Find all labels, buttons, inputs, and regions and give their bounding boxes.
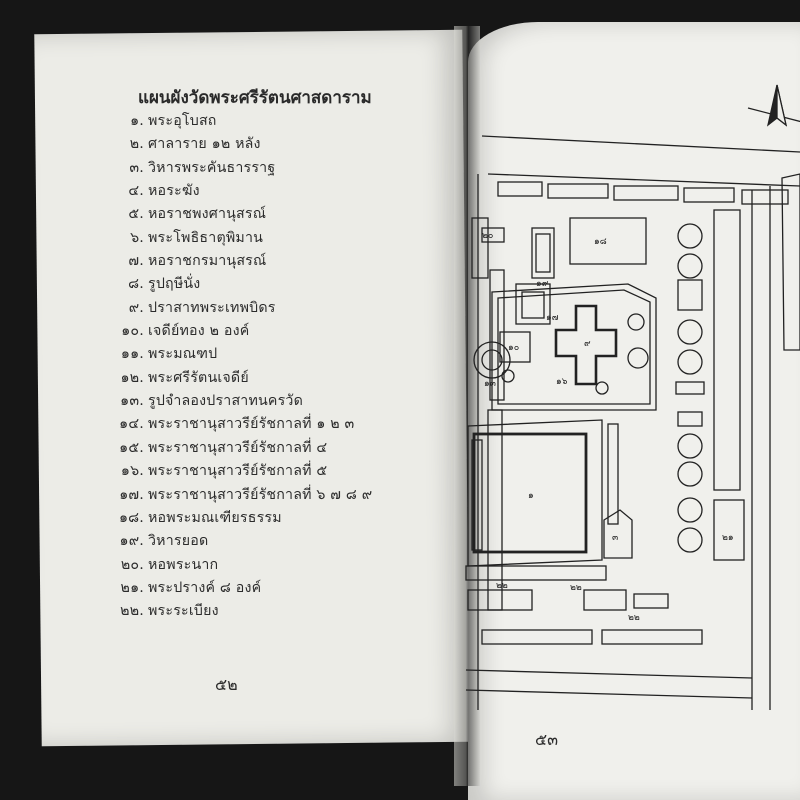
building-10 — [499, 331, 531, 363]
legend-label: รูปฤษีนั่ง — [148, 276, 201, 293]
legend-number: ๑๓. — [120, 393, 144, 410]
legend-item: ๑.พระอุโบสถ — [88, 110, 372, 133]
legend-label: วิหารพระคันธารราฐ — [148, 159, 276, 176]
legend-number: ๑๙. — [119, 533, 144, 550]
legend-number: ๒๐. — [120, 556, 144, 573]
legend-item: ๑๗.พระราชานุสาวรีย์รัชกาลที่ ๖ ๗ ๘ ๙ — [88, 484, 372, 507]
legend-label: พระโพธิธาตุพิมาน — [148, 229, 264, 246]
map-label-22: ๒๒ — [496, 581, 508, 591]
legend-number: ๗. — [128, 253, 144, 270]
legend-item: ๒.ศาลาราย ๑๒ หลัง — [88, 133, 372, 156]
legend-item: ๑๑.พระมณฑป — [88, 343, 372, 366]
legend-label: ปราสาทพระเทพบิดร — [148, 299, 276, 316]
legend-label: พระราชานุสาวรีย์รัชกาลที่ ๖ ๗ ๘ ๙ — [148, 486, 373, 503]
legend-number: ๑๔. — [119, 416, 144, 433]
legend-list: ๑.พระอุโบสถ ๒.ศาลาราย ๑๒ หลัง ๓.วิหารพระ… — [88, 110, 372, 624]
map-label-17: ๑๗ — [546, 313, 559, 323]
legend-label: ศาลาราย ๑๒ หลัง — [148, 136, 261, 153]
legend-item: ๑๐.เจดีย์ทอง ๒ องค์ — [88, 320, 372, 343]
map-label-3: ๓ — [612, 533, 618, 543]
page-number-left: ๕๒ — [215, 675, 238, 694]
map-label-21: ๒๑ — [722, 533, 734, 543]
legend-item: ๑๕.พระราชานุสาวรีย์รัชกาลที่ ๔ — [88, 437, 372, 460]
map-label-10: ๑๐ — [508, 343, 519, 353]
legend-number: ๑. — [130, 113, 144, 129]
legend-number: ๑๒. — [120, 369, 144, 386]
legend-label: รูปจำลองปราสาทนครวัด — [148, 393, 304, 410]
legend-number: ๑๕. — [119, 439, 144, 456]
legend-item: ๒๐.หอพระนาก — [88, 554, 372, 577]
legend-item: ๑๔.พระราชานุสาวรีย์รัชกาลที่ ๑ ๒ ๓ — [88, 413, 372, 436]
legend-item: ๑๘.หอพระมณเฑียรธรรม — [88, 507, 372, 530]
map-label-9: ๙ — [584, 339, 591, 349]
legend-item: ๗.หอราชกรมานุสรณ์ — [88, 250, 372, 273]
legend-label: พระราชานุสาวรีย์รัชกาลที่ ๑ ๒ ๓ — [148, 416, 355, 433]
legend-label: พระมณฑป — [148, 346, 218, 363]
legend-number: ๔. — [128, 183, 144, 200]
map-label-13: ๑๓ — [484, 379, 496, 389]
map-label-22: ๒๒ — [570, 583, 582, 593]
legend-number: ๕. — [128, 206, 144, 223]
legend-item: ๑๙.วิหารยอด — [88, 530, 372, 553]
legend-label: พระปรางค์ ๘ องค์ — [148, 579, 262, 596]
legend-number: ๒๒. — [120, 603, 144, 620]
map-label-18: ๑๘ — [594, 237, 607, 247]
map-label-16: ๑๖ — [556, 377, 568, 387]
legend-number: ๑๖. — [120, 463, 144, 480]
legend-number: ๑๐. — [121, 323, 144, 340]
page-title: แผนผังวัดพระศรีรัตนศาสดาราม — [138, 88, 372, 108]
building-18 — [569, 217, 647, 265]
legend-label: พระระเบียง — [148, 603, 219, 620]
legend-number: ๓. — [129, 159, 144, 176]
legend-item: ๑๒.พระศรีรัตนเจดีย์ — [88, 367, 372, 390]
legend-item: ๒๒.พระระเบียง — [88, 600, 372, 623]
building-9 — [554, 304, 618, 386]
right-page — [468, 22, 800, 800]
legend-number: ๙. — [128, 299, 144, 316]
legend-number: ๒๑. — [120, 579, 144, 596]
legend-label: พระราชานุสาวรีย์รัชกาลที่ ๔ — [148, 439, 328, 456]
legend-item: ๙.ปราสาทพระเทพบิดร — [88, 297, 372, 320]
legend-item: ๓.วิหารพระคันธารราฐ — [88, 157, 372, 180]
legend-label: พระศรีรัตนเจดีย์ — [148, 369, 249, 386]
legend-number: ๑๘. — [118, 509, 144, 526]
legend-item: ๘.รูปฤษีนั่ง — [88, 273, 372, 296]
legend-number: ๖. — [130, 229, 144, 246]
legend-number: ๒. — [129, 136, 144, 153]
map-label-1: ๑ — [528, 491, 534, 501]
legend-label: หอราชกรมานุสรณ์ — [148, 253, 267, 270]
legend-label: พระราชานุสาวรีย์รัชกาลที่ ๕ — [148, 463, 328, 480]
legend-label: เจดีย์ทอง ๒ องค์ — [148, 323, 250, 340]
legend-number: ๑๗. — [119, 486, 144, 503]
legend-number: ๑๑. — [120, 346, 144, 363]
legend-label: หอพระนาก — [148, 556, 219, 573]
building-3 — [603, 509, 633, 559]
legend-label: หอราชพงศานุสรณ์ — [148, 206, 267, 223]
legend-number: ๘. — [128, 276, 144, 293]
legend-label: พระอุโบสถ — [148, 113, 217, 129]
map-label-20: ๒๐ — [482, 231, 493, 241]
legend-label: วิหารยอด — [148, 533, 209, 550]
building-1 — [472, 432, 588, 554]
book-gutter — [454, 26, 480, 786]
map-label-22: ๒๒ — [628, 613, 640, 623]
map-label-19: ๑๙ — [536, 279, 549, 289]
page-number-right: ๕๓ — [535, 730, 559, 749]
legend-item: ๑๓.รูปจำลองปราสาทนครวัด — [88, 390, 372, 413]
legend-item: ๕.หอราชพงศานุสรณ์ — [88, 203, 372, 226]
legend-label: หอพระมณเฑียรธรรม — [148, 509, 282, 526]
north-arrow-icon — [747, 84, 800, 127]
legend-item: ๑๖.พระราชานุสาวรีย์รัชกาลที่ ๕ — [88, 460, 372, 483]
legend-label: หอระฆัง — [148, 183, 200, 200]
floor-plan-drawing: ๑๘ ๒๐ ๑๙ ๑๗ ๑๐ ๑๓ ๙ ๑๖ ๑ ๓ ๒๒ ๒๒ ๒๒ ๒๑ — [465, 84, 800, 710]
legend-item: ๒๑.พระปรางค์ ๘ องค์ — [88, 577, 372, 600]
legend-item: ๔.หอระฆัง — [88, 180, 372, 203]
temple-floor-plan: ๑๘ ๒๐ ๑๙ ๑๗ ๑๐ ๑๓ ๙ ๑๖ ๑ ๓ ๒๒ ๒๒ ๒๒ ๒๑ — [452, 70, 800, 710]
legend-item: ๖.พระโพธิธาตุพิมาน — [88, 227, 372, 250]
